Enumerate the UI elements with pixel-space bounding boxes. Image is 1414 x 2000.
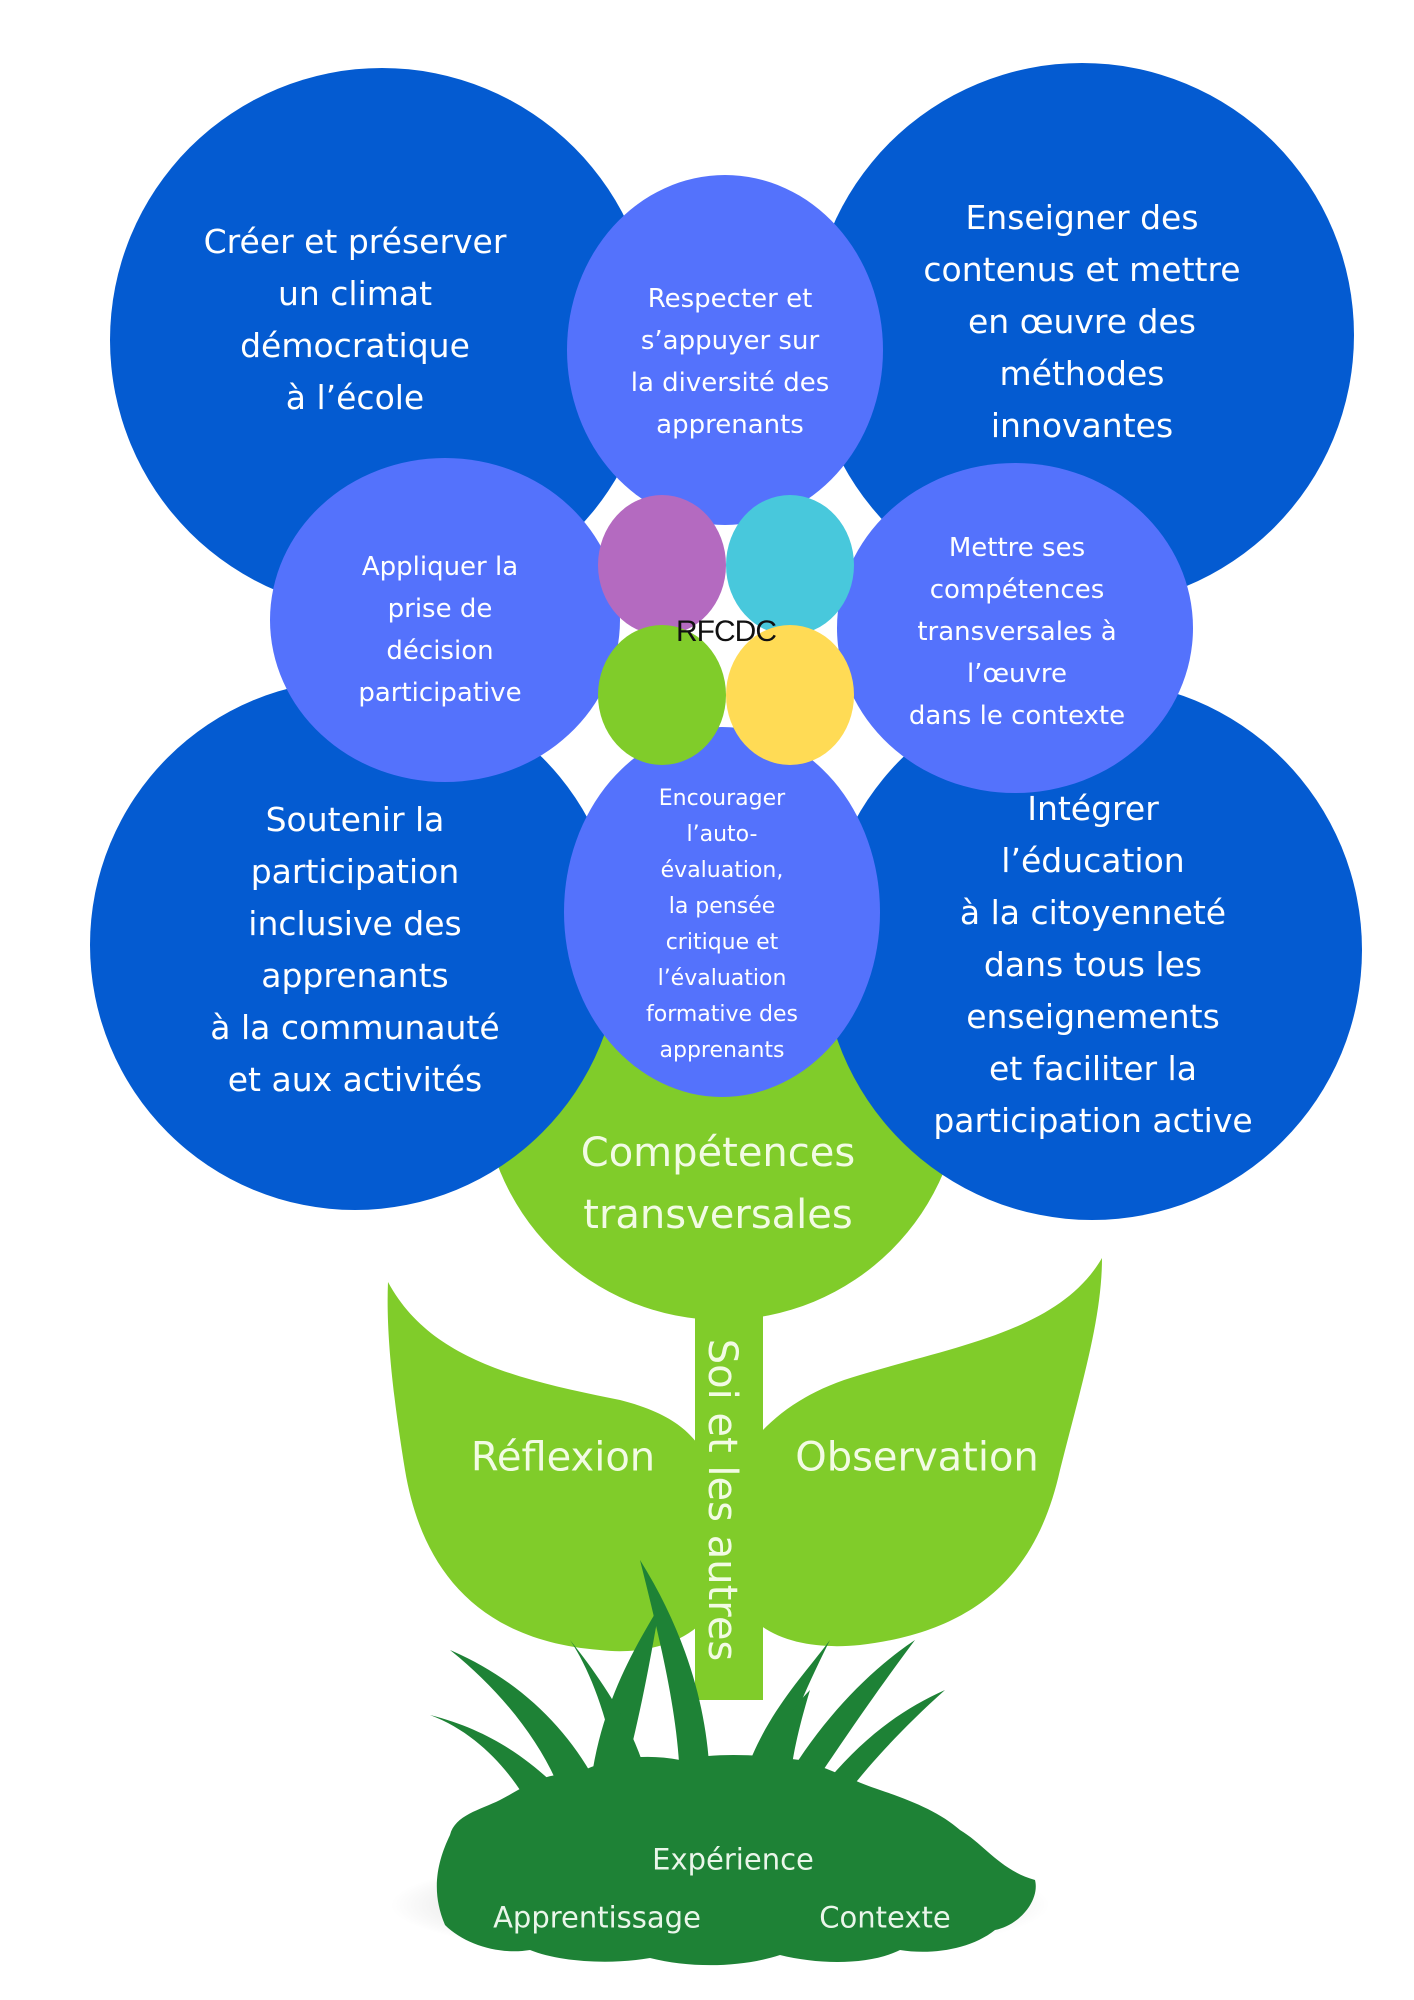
competences-transversales-label: Compétences transversales xyxy=(580,1130,856,1238)
inner-petal-bottom-text: Encourager l’auto- évaluation, la pensée… xyxy=(645,786,799,1063)
reflexion-label: Réflexion xyxy=(470,1434,656,1481)
center-lobe-green xyxy=(598,625,726,765)
outer-petal-top-left-text: Créer et préserver un climat démocratiqu… xyxy=(203,222,507,417)
outer-petal-top-right xyxy=(810,63,1354,607)
observation-label: Observation xyxy=(795,1434,1039,1481)
center-lobe-yellow xyxy=(726,625,854,765)
experience-label: Expérience xyxy=(652,1842,814,1877)
inner-petal-right xyxy=(837,463,1193,793)
inner-petal-right-text: Mettre ses compétences transversales à l… xyxy=(908,533,1126,731)
inner-petal-top-text: Respecter et s’appuyer sur la diversité … xyxy=(630,284,830,440)
outer-petal-bottom-left xyxy=(90,680,620,1210)
soi-et-les-autres-label: Soi et les autres xyxy=(699,1338,745,1662)
grass-blades xyxy=(430,1560,945,1790)
left-leaf xyxy=(387,1282,712,1652)
inner-petal-bottom xyxy=(564,727,880,1097)
rfcdc-center-label: RFCDC xyxy=(676,614,777,648)
outer-petal-top-right-text: Enseigner des contenus et mettre en œuvr… xyxy=(923,198,1241,445)
outer-petal-bottom-left-text: Soutenir la participation inclusive des … xyxy=(210,800,500,1099)
right-leaf xyxy=(738,1258,1102,1647)
center-lobe-cyan xyxy=(726,495,854,635)
outer-petal-bottom-right xyxy=(822,680,1362,1220)
outer-petal-bottom-right-text: Intégrer l’éducation à la citoyenneté da… xyxy=(933,789,1253,1140)
inner-petal-left-text: Appliquer la prise de décision participa… xyxy=(358,552,522,708)
inner-petal-left xyxy=(270,458,620,782)
center-lobe-purple xyxy=(598,495,726,635)
apprentissage-label: Apprentissage xyxy=(493,1900,701,1935)
contexte-label: Contexte xyxy=(819,1900,951,1935)
inner-petal-top xyxy=(567,175,883,525)
ground-mound xyxy=(436,1755,1036,1966)
